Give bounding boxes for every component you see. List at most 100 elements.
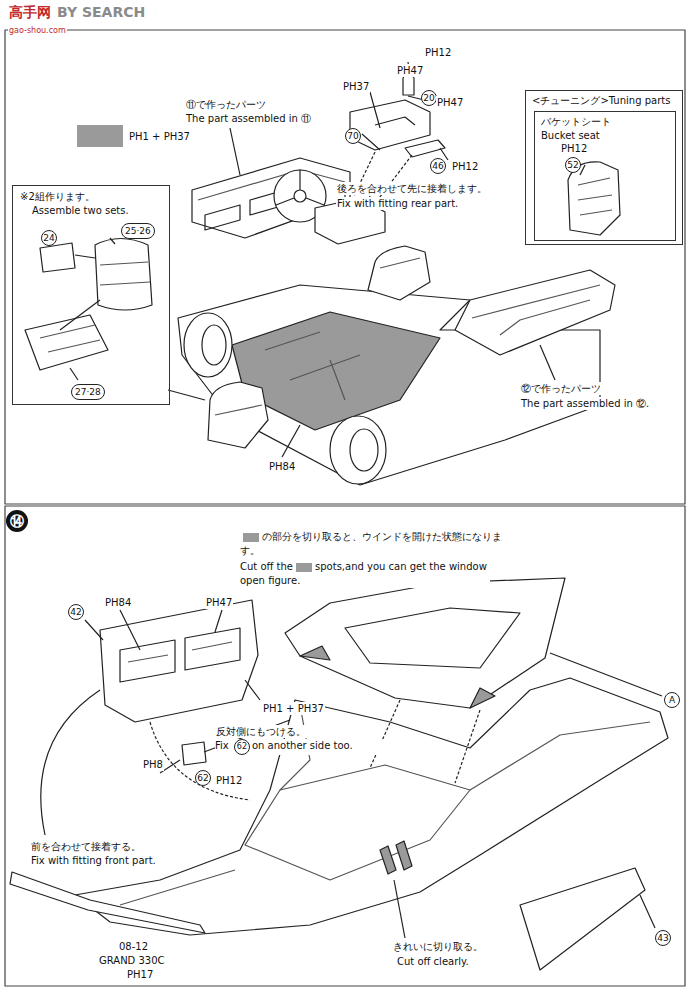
roof-part bbox=[550, 653, 662, 696]
floor-pan bbox=[184, 313, 232, 377]
body-shell bbox=[10, 678, 668, 970]
part-label: GRAND 330C bbox=[98, 954, 166, 967]
floor-pan bbox=[330, 416, 386, 484]
tuning-box: <チューニング>Tuning parts バケットシートBucket seatPH… bbox=[525, 90, 683, 245]
console bbox=[350, 100, 430, 150]
part-label: PH12 bbox=[215, 774, 243, 787]
part-label: PH12 bbox=[451, 160, 479, 173]
part-label: PH8 bbox=[142, 758, 164, 771]
callout-number: 62 bbox=[195, 770, 211, 786]
callout-number: 42 bbox=[68, 604, 84, 620]
callout-number: 20 bbox=[421, 90, 437, 106]
callout-number: A bbox=[664, 692, 680, 708]
note-text: の部分を切り取ると、ウインドを開けた状態になります。 bbox=[240, 531, 502, 556]
leader-line bbox=[540, 345, 555, 380]
callout-number: 27·28 bbox=[71, 384, 105, 400]
dash-panel bbox=[128, 642, 232, 662]
dashboard bbox=[276, 170, 324, 205]
part-label: PH84 bbox=[268, 460, 296, 473]
legend-swatch bbox=[77, 125, 123, 147]
part-label: PH47 bbox=[205, 596, 233, 609]
note-text: Cut off the bbox=[240, 561, 293, 572]
callout-number: 43 bbox=[655, 930, 671, 946]
seats bbox=[95, 239, 152, 311]
body-shell bbox=[640, 895, 655, 928]
body-shell bbox=[10, 872, 205, 933]
panel-frame bbox=[5, 30, 685, 504]
seats bbox=[25, 315, 108, 370]
note-text: Fix 62on another side too. bbox=[215, 739, 425, 755]
note-text: on another side too. bbox=[252, 740, 353, 751]
watermark: gao-shou.com bbox=[8, 24, 67, 37]
roof-part bbox=[300, 646, 495, 708]
seats bbox=[472, 285, 600, 335]
cut-swatch bbox=[243, 533, 259, 542]
part-label: PH1 + PH37 bbox=[262, 702, 325, 715]
seats bbox=[578, 178, 612, 215]
step-number: ⑭ bbox=[6, 510, 28, 532]
part-label: PH17 bbox=[126, 968, 154, 981]
seats bbox=[368, 246, 430, 300]
part-label: Cut off clearly. bbox=[396, 955, 470, 968]
callout-number: 24 bbox=[41, 230, 57, 246]
body-shell bbox=[120, 705, 310, 905]
dash-panel bbox=[182, 742, 206, 765]
seats bbox=[215, 405, 262, 415]
floor-pan bbox=[350, 429, 378, 471]
part-label: 08-12 bbox=[118, 940, 149, 953]
note-text: の部分を切り取ると、ウインドを開けた状態になります。 bbox=[240, 530, 502, 558]
dash-panel bbox=[120, 628, 240, 682]
body-shell bbox=[470, 722, 650, 790]
roof-part bbox=[285, 578, 565, 708]
seats bbox=[455, 270, 615, 355]
box-text: バケットシート bbox=[540, 115, 612, 128]
box-text: PH12 bbox=[560, 142, 588, 155]
seats bbox=[100, 262, 150, 285]
part-label: The part assembled in ⑫. bbox=[520, 397, 650, 410]
part-label: PH47 bbox=[436, 96, 464, 109]
note-text: Cut off thespots,and you can get the win… bbox=[240, 560, 490, 588]
part-label: 反対側にもつける。 bbox=[215, 725, 307, 738]
leader-line bbox=[60, 128, 585, 457]
note-text: Fix bbox=[215, 740, 229, 751]
parts-box: ※2組作ります。Assemble two sets. 24 25·26 27·28 bbox=[12, 185, 170, 405]
seats bbox=[568, 162, 620, 235]
legend-text: PH1 + PH37 bbox=[128, 130, 191, 143]
box-text: ※2組作ります。 bbox=[19, 190, 96, 203]
callout-number: 52 bbox=[565, 157, 581, 173]
callout-number: 46 bbox=[430, 158, 446, 174]
dashboard bbox=[294, 190, 306, 202]
part-box: バケットシートBucket seatPH12 52 bbox=[534, 111, 676, 241]
console bbox=[375, 117, 415, 125]
seats bbox=[40, 243, 75, 272]
floor-pan bbox=[265, 332, 360, 400]
part-label: 後ろを合わせて先に接着します。 bbox=[336, 182, 488, 195]
seats bbox=[208, 382, 268, 448]
leader-line bbox=[230, 128, 240, 175]
leader-line bbox=[168, 390, 205, 400]
part-label: PH37 bbox=[342, 80, 370, 93]
part-label: 前を合わせて接着する。 bbox=[30, 840, 142, 853]
dashboard bbox=[205, 190, 285, 230]
body-shell bbox=[245, 765, 470, 880]
seats bbox=[380, 258, 420, 268]
box-text: Assemble two sets. bbox=[31, 204, 130, 217]
box-text: <チューニング>Tuning parts bbox=[531, 94, 671, 107]
body-shell bbox=[380, 841, 412, 874]
box-text: Bucket seat bbox=[540, 129, 601, 142]
seats bbox=[40, 325, 100, 352]
part-label: きれいに切り取る。 bbox=[392, 940, 484, 953]
watermark: BY SEARCH bbox=[56, 6, 146, 19]
part-label: ⑫で作ったパーツ bbox=[520, 382, 602, 395]
part-label: PH12 bbox=[424, 46, 452, 59]
callout-number: 62 bbox=[234, 739, 250, 755]
part-label: Fix with fitting rear part. bbox=[336, 197, 459, 210]
cut-swatch bbox=[296, 563, 312, 572]
part-label: The part assembled in ⑪ bbox=[185, 112, 312, 125]
callout-number: 25·26 bbox=[121, 223, 155, 239]
console bbox=[403, 74, 414, 95]
part-label: ⑪で作ったパーツ bbox=[185, 98, 267, 111]
panel-frame bbox=[5, 30, 685, 986]
part-label: Fix with fitting front part. bbox=[30, 854, 157, 867]
